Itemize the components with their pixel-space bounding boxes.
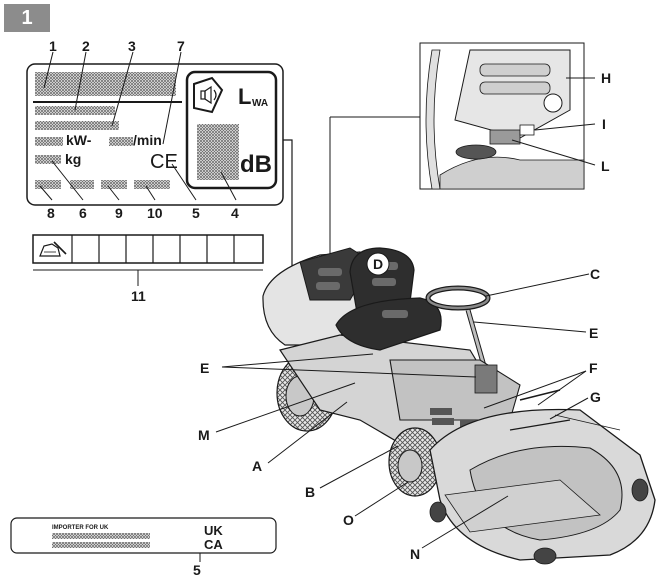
callout-2: 2 [82, 38, 90, 54]
field-6 [70, 180, 94, 189]
callout-D: D [373, 256, 383, 272]
unit-kw-label: kW- [66, 132, 92, 148]
field-noise-value [197, 124, 239, 180]
callout-6: 6 [79, 205, 87, 221]
deck-wheel-right [631, 478, 649, 502]
field-type [35, 106, 115, 115]
machine-leaders [215, 273, 590, 549]
callout-O: O [343, 512, 354, 528]
field-10 [134, 180, 170, 189]
callout-E-right: E [589, 325, 598, 341]
importer-label: IMPORTER FOR UK [52, 525, 109, 531]
dashboard [389, 359, 521, 421]
callout-G: G [590, 389, 601, 405]
ukca-mark-bottom: CA [204, 537, 223, 552]
uk-importer-plate: IMPORTER FOR UK UK CA [10, 517, 277, 562]
detail-inset [419, 42, 596, 190]
lwa-sub-label: WA [252, 98, 268, 109]
field-9 [101, 180, 127, 189]
unit-kg-label: kg [65, 151, 81, 167]
field-8 [35, 180, 61, 189]
deck-wheel-left [429, 501, 447, 523]
callout-3: 3 [128, 38, 136, 54]
callout-9: 9 [115, 205, 123, 221]
callout-E-left: E [200, 360, 209, 376]
ce-mark: CE [150, 151, 178, 173]
callout-D-circle [366, 252, 390, 276]
importer-field-2 [52, 542, 150, 548]
callout-4: 4 [231, 205, 239, 221]
callout-I: I [602, 116, 606, 132]
unit-rpm-label: /min [133, 132, 162, 148]
field-weight [35, 155, 61, 164]
figure-number-badge: 1 [4, 4, 50, 32]
field-product-name [35, 72, 176, 96]
callout-10: 10 [147, 205, 163, 221]
callout-1: 1 [49, 38, 57, 54]
speaker-symbol-icon [193, 76, 224, 114]
service-log-grid [32, 234, 264, 286]
callout-N: N [410, 546, 420, 562]
callout-5-uk: 5 [193, 562, 201, 578]
db-label: dB [240, 151, 272, 178]
field-power [35, 137, 63, 146]
callout-F: F [589, 360, 598, 376]
callout-5-plate: 5 [192, 205, 200, 221]
callout-8: 8 [47, 205, 55, 221]
field-serial [35, 121, 119, 130]
callout-11: 11 [131, 288, 146, 304]
callout-C: C [590, 266, 600, 282]
callout-B: B [305, 484, 315, 500]
lwa-l-label: L [238, 84, 251, 109]
callout-H: H [601, 70, 611, 86]
lawn-tractor [262, 247, 656, 565]
callout-A: A [252, 458, 262, 474]
field-rpm [109, 137, 133, 146]
rating-plate: kW- /min kg CE L WA dB [26, 63, 284, 206]
callout-7: 7 [177, 38, 185, 54]
ukca-mark-top: UK [204, 523, 223, 538]
fuel-cap-icon [543, 93, 563, 113]
importer-field-1 [52, 533, 150, 539]
deck-wheel-front [533, 547, 557, 565]
callout-L: L [601, 158, 610, 174]
hand-writing-icon [39, 241, 67, 257]
plate-callouts [39, 51, 237, 201]
callout-M: M [198, 427, 210, 443]
